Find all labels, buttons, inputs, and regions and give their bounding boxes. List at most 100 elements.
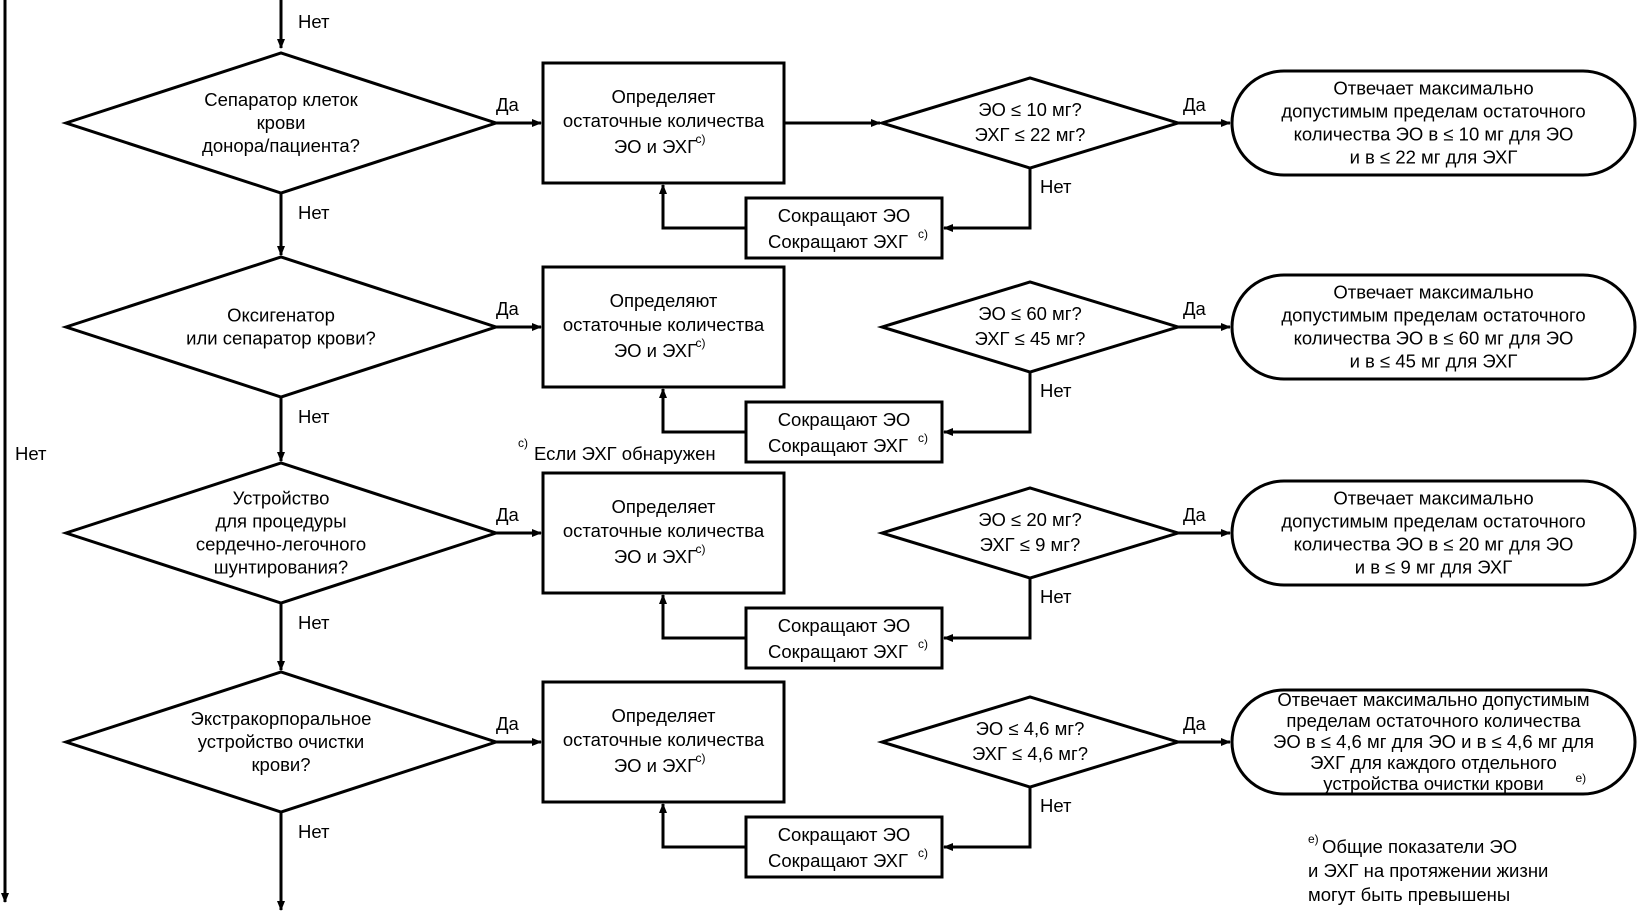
svg-text:e): e)	[1308, 832, 1319, 846]
no-label: Нет	[298, 612, 330, 633]
yes-label: Да	[496, 504, 520, 525]
question-text-line: крови?	[251, 754, 310, 775]
determine-box	[541, 471, 786, 595]
reduce-sup: c)	[918, 637, 928, 651]
yes-label: Да	[1183, 94, 1207, 115]
yes-label: Да	[496, 94, 520, 115]
result-text-line: и в ≤ 22 мг для ЭХГ	[1350, 147, 1518, 168]
loop-back-arrow	[659, 594, 746, 640]
result-text-line: Отвечает максимально	[1333, 78, 1533, 99]
svg-text:Если ЭХГ обнаружен: Если ЭХГ обнаружен	[534, 443, 716, 464]
check-diamond	[876, 76, 1184, 170]
determine-sup: c)	[696, 336, 706, 350]
loop-back-arrow	[659, 388, 746, 434]
result-text-line: ЭХГ для каждого отдельного	[1310, 752, 1557, 773]
yes-label: Да	[1183, 298, 1207, 319]
reduce-text-line: Сокращают ЭХГ	[768, 850, 908, 871]
question-text-line: Сепаратор клеток	[204, 89, 358, 110]
top-no-label: Нет	[298, 11, 330, 32]
result-text-line: и в ≤ 45 мг для ЭХГ	[1350, 351, 1518, 372]
no-label: Нет	[298, 821, 330, 842]
reduce-text-line: Сокращают ЭО	[778, 615, 911, 636]
yes-label: Да	[1183, 713, 1207, 734]
reduce-box	[744, 815, 944, 879]
reduce-text-line: Сокращают ЭХГ	[768, 435, 908, 456]
check-text-line: ЭХГ ≤ 22 мг?	[975, 124, 1086, 145]
no-label: Нет	[298, 202, 330, 223]
question-text-line: для процедуры	[215, 511, 346, 532]
no-label: Нет	[1040, 586, 1072, 607]
reduce-box	[744, 606, 944, 670]
question-text-line: шунтирования?	[214, 557, 348, 578]
question-text-line: Устройство	[233, 488, 330, 509]
no-path-to-reduce	[943, 787, 1032, 851]
no-label: Нет	[1040, 795, 1072, 816]
result-text-line: пределам остаточного количества	[1286, 710, 1581, 731]
loop-back-arrow	[659, 184, 746, 230]
result-text-line: допустимым пределам остаточного	[1281, 305, 1585, 326]
determine-text-line: остаточные количества	[563, 729, 765, 750]
no-label: Нет	[298, 406, 330, 427]
yes-label: Да	[496, 298, 520, 319]
determine-box	[541, 265, 786, 389]
result-text-line: количества ЭО в ≤ 10 мг для ЭО	[1294, 124, 1574, 145]
determine-text-line: ЭО и ЭХГ	[614, 136, 697, 157]
check-diamond	[876, 280, 1184, 374]
svg-text:могут быть превышены: могут быть превышены	[1308, 884, 1510, 905]
reduce-text-line: Сокращают ЭО	[778, 824, 911, 845]
result-text-line: количества ЭО в ≤ 60 мг для ЭО	[1294, 328, 1574, 349]
check-text-line: ЭХГ ≤ 45 мг?	[975, 328, 1086, 349]
no-path-to-reduce	[943, 168, 1032, 232]
reduce-sup: c)	[918, 227, 928, 241]
result-text-line: количества ЭО в ≤ 20 мг для ЭО	[1294, 534, 1574, 555]
footnote-c: c) Если ЭХГ обнаружен	[518, 436, 716, 464]
svg-text:Общие показатели ЭО: Общие показатели ЭО	[1322, 836, 1517, 857]
reduce-text-line: Сокращают ЭХГ	[768, 641, 908, 662]
svg-text:и ЭХГ на протяжении жизни: и ЭХГ на протяжении жизни	[1308, 860, 1548, 881]
result-terminal	[1230, 69, 1637, 177]
determine-box	[541, 61, 786, 185]
determine-sup: c)	[696, 751, 706, 765]
reduce-text-line: Сокращают ЭО	[778, 205, 911, 226]
result-text-line: и в ≤ 9 мг для ЭХГ	[1355, 557, 1513, 578]
question-text-line: сердечно-легочного	[196, 534, 366, 555]
determine-box	[541, 680, 786, 804]
no-path-to-reduce	[943, 372, 1032, 436]
reduce-sup: c)	[918, 846, 928, 860]
yes-label: Да	[1183, 504, 1207, 525]
no-path-to-reduce	[943, 578, 1032, 642]
question-text-line: или сепаратор крови?	[186, 328, 376, 349]
check-text-line: ЭО ≤ 4,6 мг?	[976, 718, 1085, 739]
determine-sup: c)	[696, 132, 706, 146]
reduce-text-line: Сокращают ЭО	[778, 409, 911, 430]
check-diamond	[876, 486, 1184, 580]
result-terminal	[1230, 273, 1637, 381]
result-text-line: устройства очистки крови	[1323, 773, 1543, 794]
result-sup: e)	[1576, 771, 1587, 785]
question-text-line: устройство очистки	[198, 731, 364, 752]
determine-text-line: Определяют	[610, 290, 718, 311]
check-text-line: ЭО ≤ 60 мг?	[978, 303, 1082, 324]
reduce-box	[744, 400, 944, 464]
result-text-line: допустимым пределам остаточного	[1281, 101, 1585, 122]
question-text-line: Экстракорпоральное	[191, 708, 372, 729]
question-text-line: крови	[257, 112, 306, 133]
determine-text-line: остаточные количества	[563, 520, 765, 541]
result-text-line: ЭО в ≤ 4,6 мг для ЭО и в ≤ 4,6 мг для	[1273, 731, 1594, 752]
question-text-line: донора/пациента?	[202, 135, 360, 156]
result-terminal	[1230, 479, 1637, 587]
footnote-e: e) Общие показатели ЭО и ЭХГ на протяжен…	[1308, 832, 1548, 905]
check-text-line: ЭО ≤ 20 мг?	[978, 509, 1082, 530]
no-label: Нет	[1040, 380, 1072, 401]
determine-text-line: ЭО и ЭХГ	[614, 755, 697, 776]
result-text-line: Отвечает максимально	[1333, 282, 1533, 303]
determine-text-line: ЭО и ЭХГ	[614, 340, 697, 361]
left-no-label: Нет	[15, 443, 47, 464]
result-text-line: допустимым пределам остаточного	[1281, 511, 1585, 532]
svg-text:c): c)	[518, 436, 528, 450]
check-diamond	[876, 695, 1184, 789]
check-text-line: ЭХГ ≤ 4,6 мг?	[972, 743, 1088, 764]
